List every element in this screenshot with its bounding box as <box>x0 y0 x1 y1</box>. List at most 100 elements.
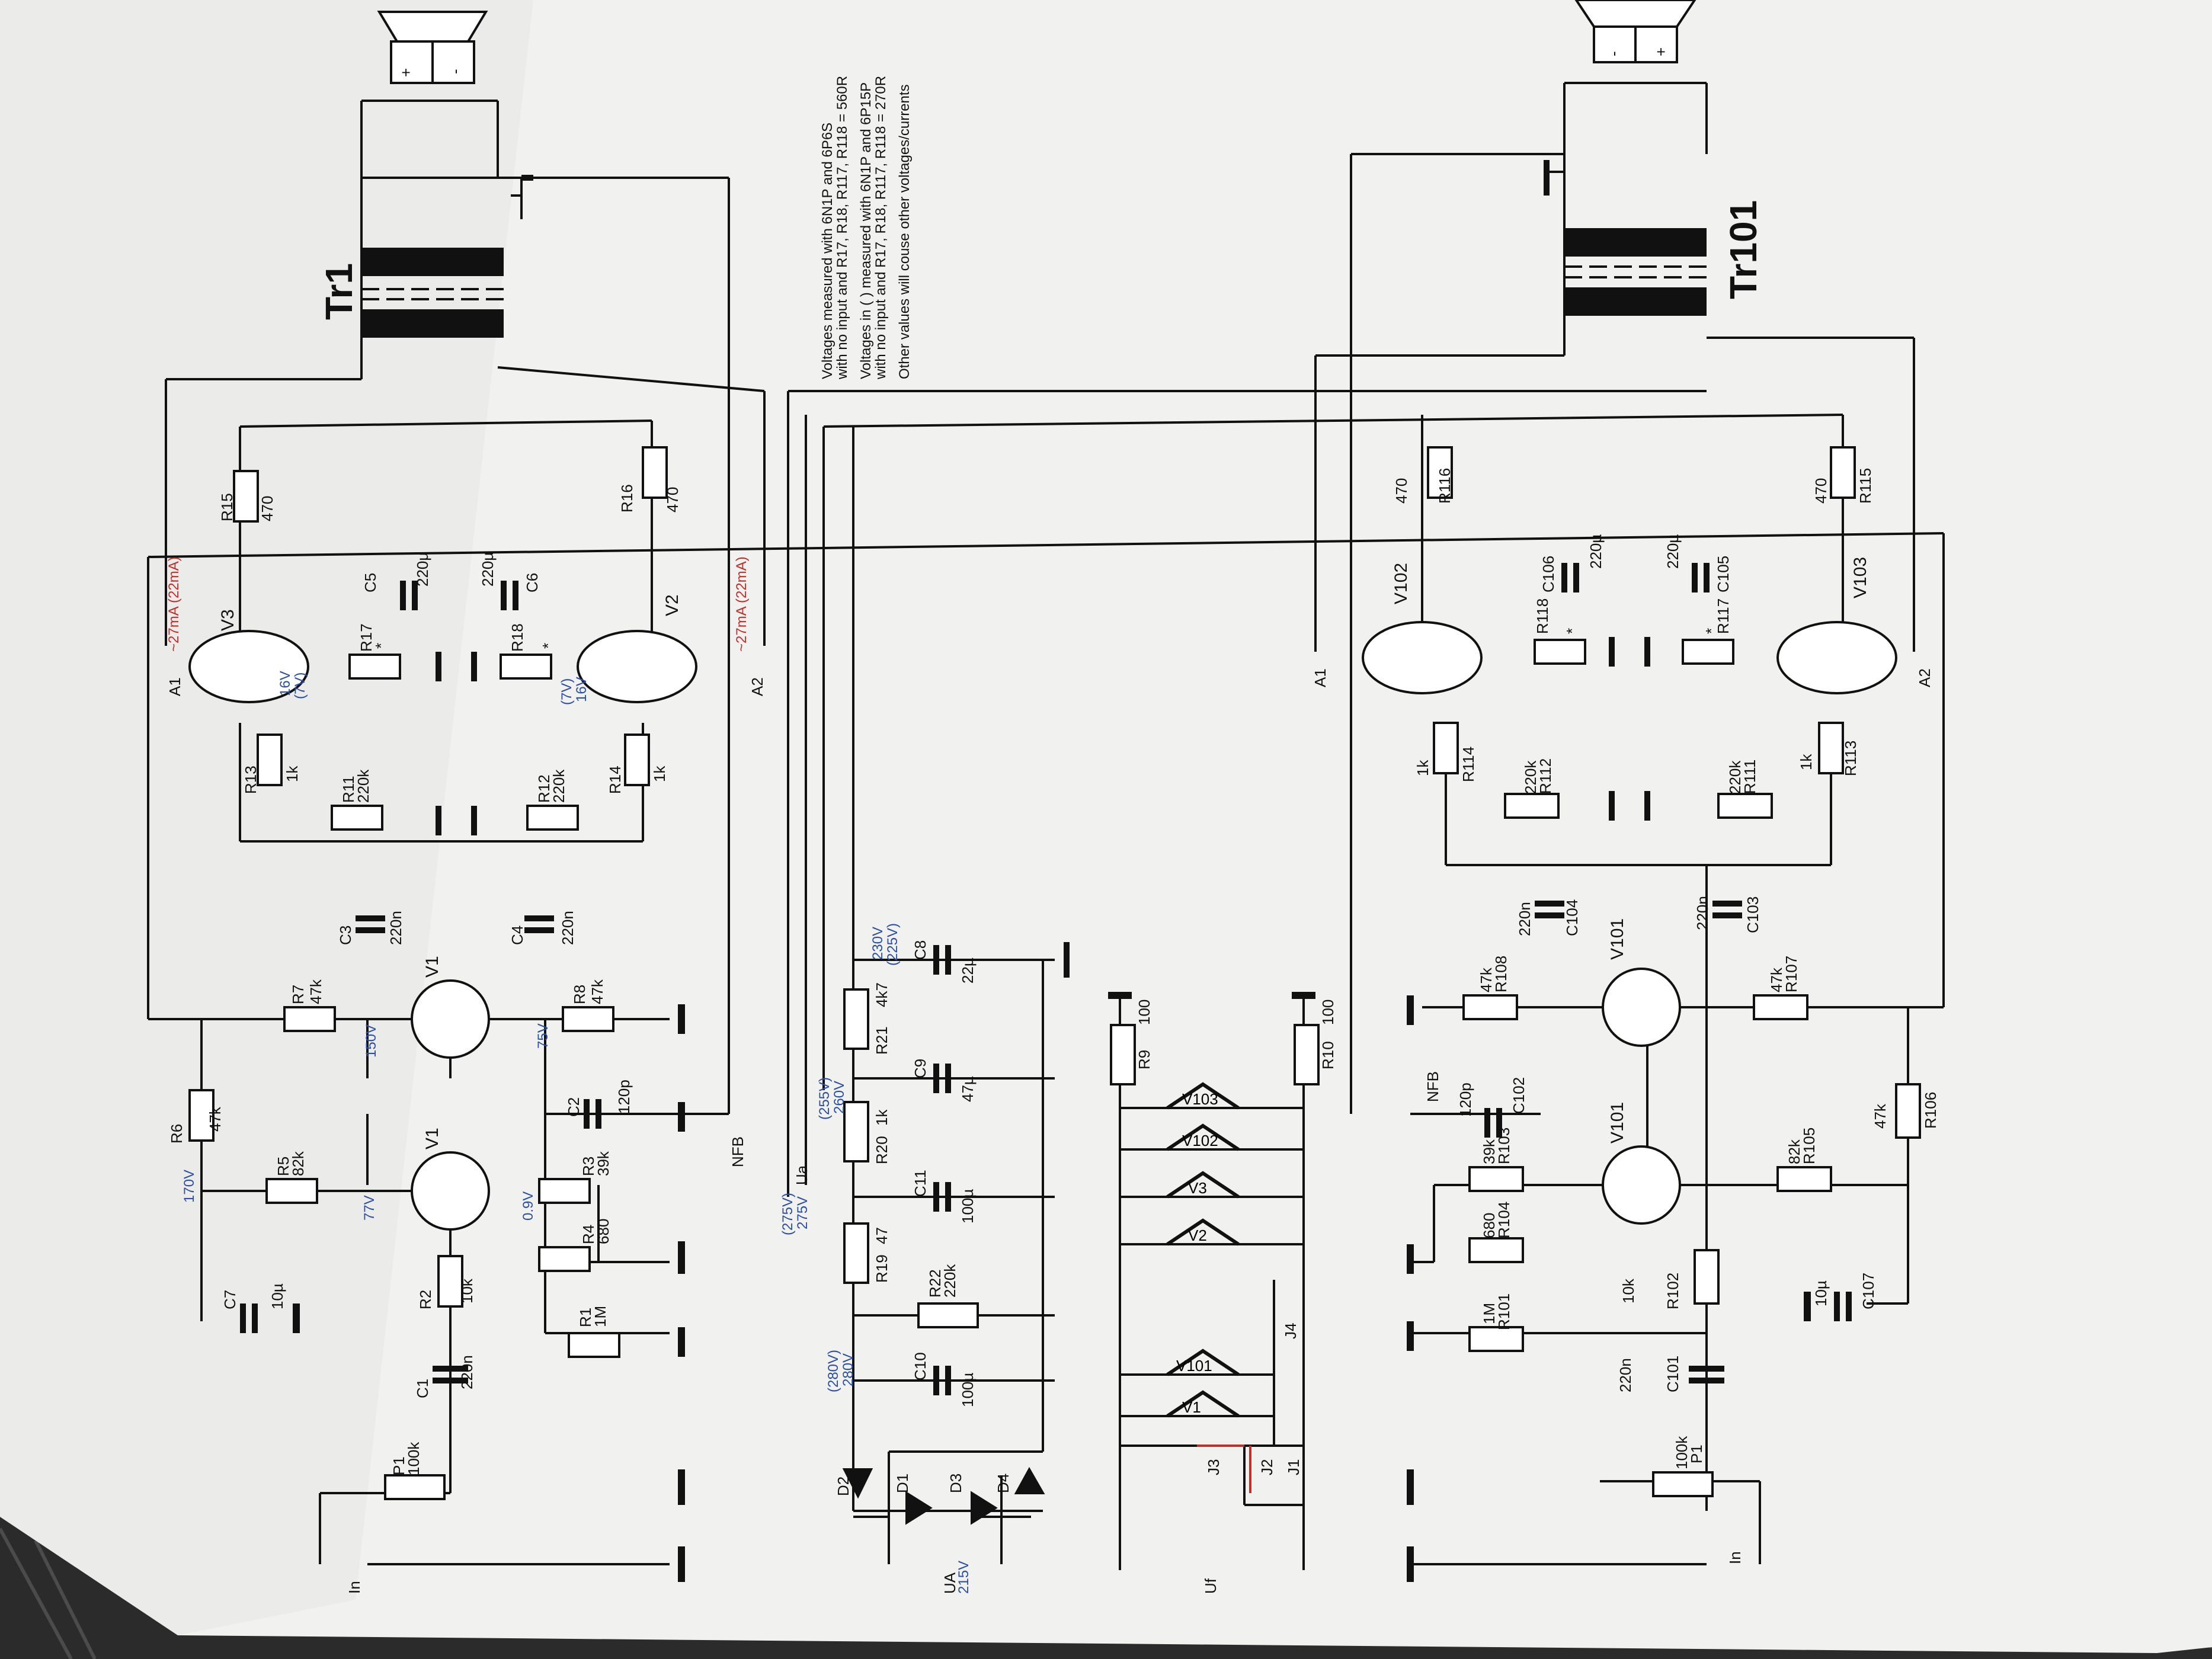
r4-val: 680 <box>594 1218 612 1244</box>
ua-voltage-alt: (275V) <box>780 1192 796 1235</box>
tube-v1a-icon <box>411 979 490 1059</box>
uf-label: Uf <box>1202 1578 1219 1594</box>
r107-ref: R107 <box>1782 955 1800 992</box>
r6-node-voltage: 170V <box>181 1169 197 1203</box>
left-tubes <box>188 630 697 1231</box>
c101-val: 220n <box>1616 1358 1634 1392</box>
right-nfb-label: NFB <box>1424 1071 1442 1102</box>
tube-v101b-icon <box>1602 1145 1681 1225</box>
left-grounds <box>293 1004 685 1582</box>
filament-v3-label: V3 <box>1188 1179 1207 1197</box>
ua-label: Ua <box>793 1165 811 1185</box>
right-p1-ref: P1 <box>1688 1445 1705 1463</box>
diode-d4-label: D4 <box>994 1473 1012 1493</box>
left-speaker-minus: - <box>446 69 464 74</box>
c10-val: 100µ <box>959 1372 977 1407</box>
c3-ref: C3 <box>337 925 354 945</box>
r9-val: 100 <box>1135 999 1153 1025</box>
r22-val: 220k <box>941 1264 959 1298</box>
note-line-2: with no input and R17, R18, R117, R118 =… <box>834 75 850 379</box>
c11-ref: C11 <box>911 1170 929 1197</box>
c10-voltage: 280V <box>840 1353 856 1386</box>
v1-cathode-voltage: 77V <box>361 1195 377 1221</box>
v1-grid-voltage: 0.9V <box>520 1191 536 1221</box>
left-input-label: In <box>345 1581 363 1594</box>
left-current-1: ~27mA (22mA) <box>166 556 182 652</box>
v2-cathode-voltage-alt: (7V) <box>559 678 575 705</box>
c5-ref: C5 <box>361 572 379 592</box>
p1-val: 100k <box>405 1442 422 1475</box>
c8-val: 22µ <box>959 957 977 984</box>
left-capacitors <box>240 581 601 1383</box>
c106-val: 220µ <box>1587 534 1605 569</box>
tube-v102-icon <box>1362 621 1483 694</box>
jumper-j4-label: J4 <box>1282 1322 1299 1339</box>
r114-ref: R114 <box>1459 746 1477 782</box>
right-input-label: In <box>1726 1551 1744 1564</box>
tube-v3-label: V3 <box>218 609 238 631</box>
diode-d3-label: D3 <box>947 1473 965 1493</box>
tube-v101a-label: V101 <box>1608 918 1627 960</box>
c2-val: 120p <box>615 1080 633 1114</box>
r11-val: 220k <box>354 769 372 803</box>
filament-v101-label: V101 <box>1176 1357 1212 1375</box>
c9-val: 47µ <box>959 1076 977 1102</box>
v3-cathode-voltage: 16V <box>277 671 293 696</box>
r104-ref: R104 <box>1495 1201 1513 1238</box>
c8-voltage-alt: (225V) <box>885 923 901 966</box>
r18-ref: R18 <box>508 623 526 652</box>
r7-val: 47k <box>307 979 325 1004</box>
filament-v2-label: V2 <box>1188 1226 1207 1244</box>
c102-val: 120p <box>1456 1082 1474 1117</box>
c105-val: 220µ <box>1664 534 1682 569</box>
r113-val: 1k <box>1797 754 1815 770</box>
r103-ref: R103 <box>1495 1127 1513 1164</box>
r5-val: 82k <box>289 1151 307 1176</box>
left-speaker-plus: + <box>397 68 415 77</box>
r12-val: 220k <box>550 769 568 803</box>
r118-ref: R118 <box>1534 598 1551 634</box>
left-nfb-label: NFB <box>729 1136 747 1167</box>
right-speaker-icon <box>1574 0 1696 63</box>
r6-val: 47k <box>206 1107 224 1132</box>
r112-ref: R112 <box>1536 758 1554 794</box>
right-transformer-label: Tr101 <box>1722 200 1765 299</box>
c6-val: 220µ <box>479 552 497 587</box>
r9-ref: R9 <box>1135 1049 1153 1069</box>
filament-v1-label: V1 <box>1182 1398 1201 1416</box>
tube-v1b-label: V1 <box>422 1128 442 1149</box>
r20-voltage: 260V <box>831 1080 847 1114</box>
r114-val: 1k <box>1414 760 1432 776</box>
r17-val: * <box>372 642 390 649</box>
r20-ref: R20 <box>873 1136 891 1164</box>
r106-val: 47k <box>1871 1104 1889 1129</box>
r10-val: 100 <box>1319 999 1337 1025</box>
r3-val: 39k <box>594 1151 612 1176</box>
c104-ref: C104 <box>1563 899 1581 936</box>
r2-val: 10k <box>458 1279 476 1304</box>
c105-ref: C105 <box>1714 555 1732 592</box>
r7-ref: R7 <box>289 984 307 1004</box>
right-speaker-minus: - <box>1605 51 1622 56</box>
right-resistors <box>1427 446 1921 1497</box>
paper-shadow <box>0 0 533 1635</box>
diode-d2-label: D2 <box>834 1476 852 1496</box>
r2-ref: R2 <box>417 1289 434 1309</box>
v1b-anode-voltage: 75V <box>535 1023 551 1049</box>
jumper-j1-label: J1 <box>1285 1459 1302 1475</box>
right-wiring <box>788 153 1945 1565</box>
tube-v103-label: V103 <box>1851 556 1870 598</box>
r106-ref: R106 <box>1922 1091 1939 1129</box>
c6-ref: C6 <box>523 572 541 592</box>
r102-val: 10k <box>1619 1279 1637 1304</box>
left-anode2-label: A2 <box>748 677 766 696</box>
right-anode2-label: A2 <box>1916 668 1934 687</box>
r116-val: 470 <box>1392 478 1410 504</box>
r19-ref: R19 <box>873 1254 891 1283</box>
tube-v103-icon <box>1776 621 1897 694</box>
r13-ref: R13 <box>242 766 260 794</box>
note-line-1: Voltages measured with 6N1P and 6P6S <box>820 122 835 379</box>
ua-voltage: 275V <box>795 1196 811 1229</box>
